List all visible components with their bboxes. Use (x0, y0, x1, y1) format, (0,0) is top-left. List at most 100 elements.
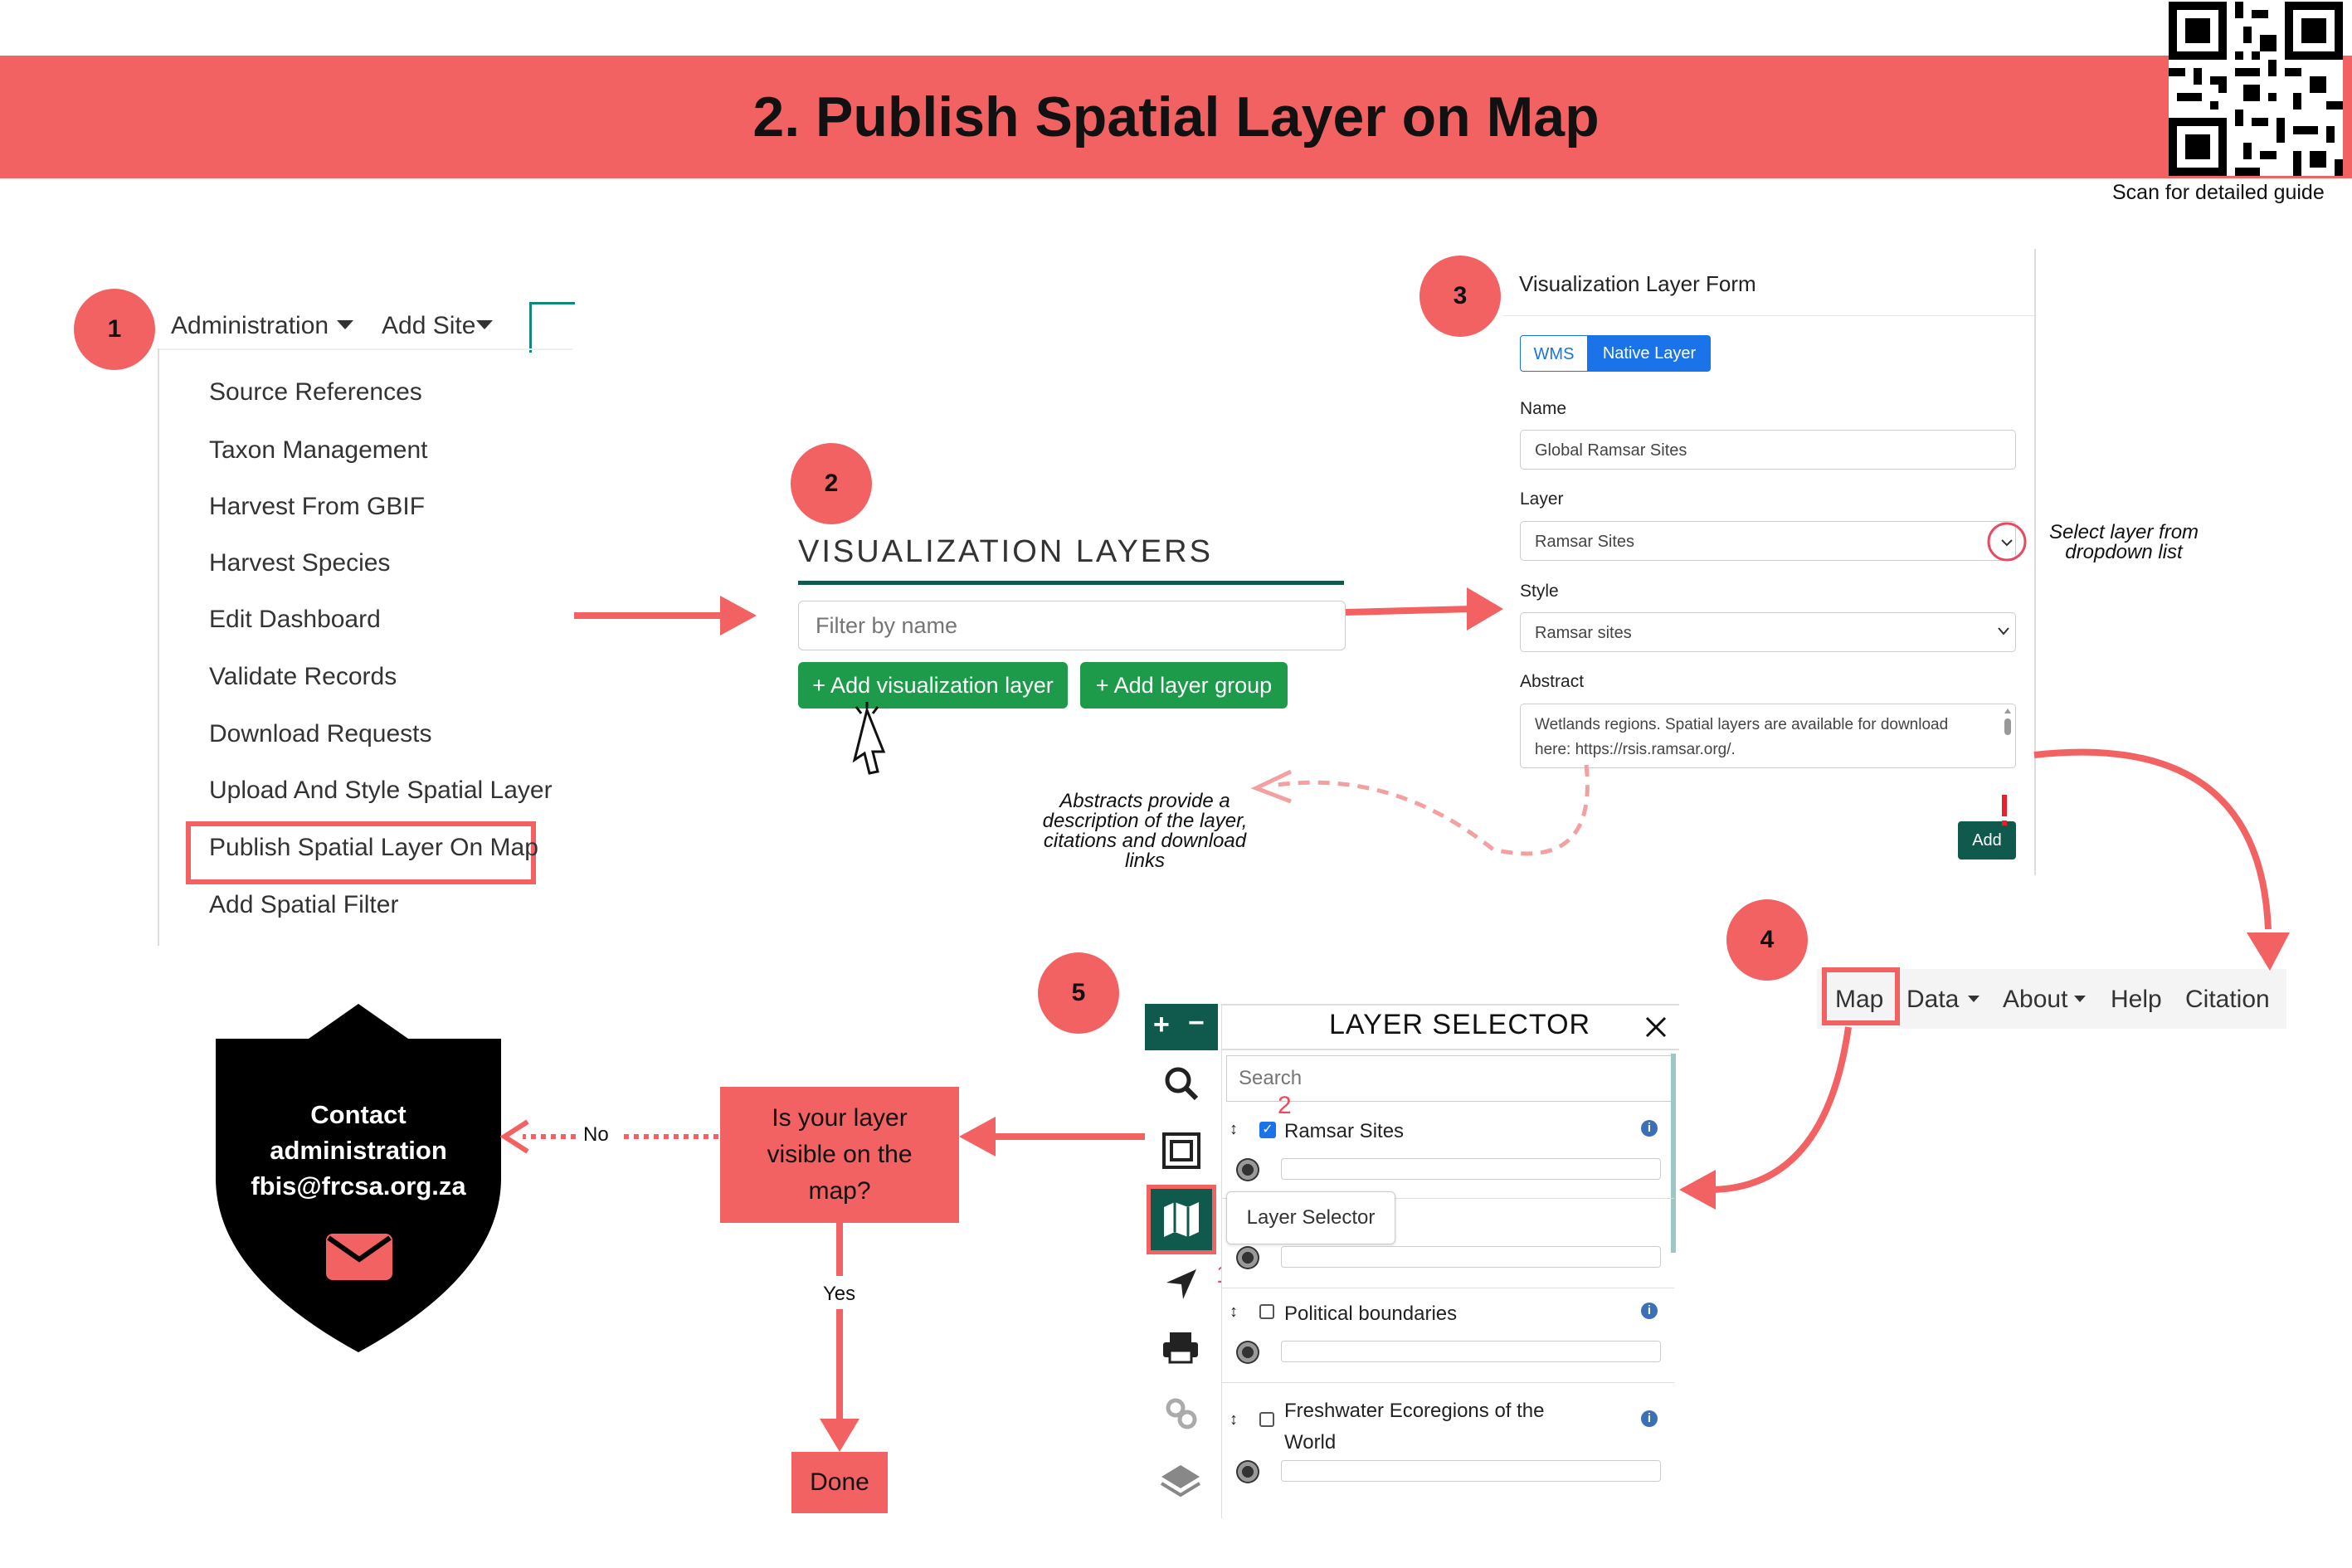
opacity-icon (1236, 1158, 1259, 1181)
layer-name-political-boundaries: Political boundaries (1284, 1303, 1458, 1325)
opacity-icon (1236, 1246, 1259, 1269)
layer-search-input[interactable] (1226, 1055, 1674, 1102)
page-title: 2. Publish Spatial Layer on Map (752, 85, 1600, 149)
info-icon[interactable]: i (1641, 1410, 1658, 1427)
zoom-out-icon[interactable]: − (1188, 1007, 1205, 1039)
menu-item-taxon-management[interactable]: Taxon Management (209, 436, 428, 464)
layer-label: Layer (1520, 489, 1564, 509)
menu-item-upload-style-spatial-layer[interactable]: Upload And Style Spatial Layer (209, 777, 553, 804)
layer-selector-button[interactable] (1147, 1185, 1216, 1254)
menu-item-add-spatial-filter[interactable]: Add Spatial Filter (209, 891, 399, 918)
menu-item-harvest-species[interactable]: Harvest Species (209, 549, 391, 577)
layer-selector-tooltip: Layer Selector (1226, 1191, 1395, 1244)
arrow-step3-to-4 (2033, 748, 2290, 971)
row-divider (1221, 1382, 1674, 1383)
arrow-yes (820, 1223, 859, 1452)
envelope-icon (326, 1234, 392, 1280)
arrow-no (499, 1119, 718, 1154)
extent-icon[interactable] (1161, 1132, 1201, 1170)
menu-item-validate-records[interactable]: Validate Records (209, 663, 397, 690)
info-icon[interactable]: i (1641, 1303, 1658, 1319)
visualization-layers-title: VISUALIZATION LAYERS (798, 534, 1213, 569)
cursor-click-icon (852, 702, 886, 775)
political-boundaries-checkbox[interactable] (1259, 1304, 1274, 1319)
layer-name-ramsar-sites: Ramsar Sites (1284, 1120, 1405, 1142)
menu-item-download-requests[interactable]: Download Requests (209, 720, 432, 747)
layer-selector-title: LAYER SELECTOR (1329, 1009, 1591, 1040)
print-icon[interactable] (1161, 1331, 1200, 1364)
opacity-slider[interactable] (1281, 1341, 1661, 1362)
nav-help[interactable]: Help (2111, 986, 2162, 1013)
tab-native-layer[interactable]: Native Layer (1588, 335, 1711, 372)
header-banner (0, 56, 2352, 178)
nav-about[interactable]: About (2003, 986, 2068, 1013)
opacity-slider[interactable] (1281, 1246, 1661, 1268)
nav-data[interactable]: Data (1906, 986, 1960, 1013)
chevron-down-icon (1998, 627, 2009, 635)
step-badge-4: 4 (1726, 899, 1808, 981)
name-field[interactable]: Global Ramsar Sites (1520, 430, 2016, 470)
opacity-icon (1236, 1460, 1259, 1483)
shield-icon (216, 1004, 501, 1352)
add-button[interactable]: Add (1958, 821, 2016, 859)
done-box: Done (791, 1452, 888, 1513)
step-badge-1: 1 (74, 289, 155, 370)
menu-item-source-references[interactable]: Source References (209, 378, 422, 406)
menu-item-harvest-gbif[interactable]: Harvest From GBIF (209, 493, 426, 520)
menu-top-border (158, 348, 572, 350)
menu-left-border (158, 348, 159, 946)
arrow-step2-to-3 (1345, 587, 1503, 631)
nav-administration[interactable]: Administration (171, 312, 329, 339)
step-badge-3: 3 (1419, 256, 1501, 337)
style-select[interactable]: Ramsar sites (1520, 612, 2016, 652)
arrow-step5-to-question (959, 1117, 1145, 1157)
freshwater-ecoregions-checkbox[interactable] (1259, 1412, 1274, 1427)
layer-select[interactable]: Ramsar Sites (1520, 521, 2016, 561)
add-layer-group-button[interactable]: + Add layer group (1080, 662, 1288, 709)
opacity-slider[interactable] (1281, 1460, 1661, 1482)
textarea-scrollbar[interactable] (2004, 709, 2011, 762)
zoom-in-icon[interactable]: + (1153, 1009, 1170, 1040)
filter-by-name-input[interactable] (798, 601, 1346, 650)
nav-citation[interactable]: Citation (2185, 986, 2270, 1013)
step-badge-5: 5 (1038, 952, 1119, 1034)
drag-handle-icon[interactable]: ↕ (1230, 1303, 1238, 1321)
close-icon[interactable] (1644, 1015, 1668, 1039)
map-icon (1164, 1202, 1199, 1237)
caret-down-icon (2074, 996, 2086, 1002)
dropdown-highlight-circle (1987, 522, 2027, 562)
arrow-step1-to-2 (574, 596, 757, 635)
abstract-label: Abstract (1520, 672, 1585, 691)
nav-map[interactable]: Map (1835, 986, 1884, 1013)
search-icon[interactable] (1163, 1065, 1200, 1102)
tab-wms[interactable]: WMS (1520, 335, 1588, 372)
menu-item-publish-spatial-layer[interactable]: Publish Spatial Layer On Map (209, 834, 538, 861)
abstract-textarea[interactable]: Wetlands regions. Spatial layers are ava… (1520, 704, 2016, 768)
opacity-slider[interactable] (1281, 1158, 1661, 1180)
navigation-arrow-icon[interactable] (1165, 1268, 1198, 1301)
nav-add-site[interactable]: Add Site (382, 312, 476, 339)
style-label: Style (1520, 582, 1559, 601)
caret-down-icon (1968, 996, 1979, 1002)
drag-handle-icon[interactable]: ↕ (1230, 1120, 1238, 1138)
drag-handle-icon[interactable]: ↕ (1230, 1410, 1238, 1429)
marker-2: 2 (1278, 1092, 1292, 1119)
add-visualization-layer-button[interactable]: + Add visualization layer (798, 662, 1068, 709)
layer-list-scrollbar[interactable] (1671, 1054, 1676, 1253)
exclamation-icon (2002, 795, 2007, 825)
contact-email[interactable]: fbis@frcsa.org.za (251, 1171, 466, 1200)
opacity-icon (1236, 1341, 1259, 1364)
ramsar-sites-checkbox[interactable]: ✓ (1259, 1122, 1276, 1138)
label-no: No (583, 1123, 609, 1146)
row-divider (1221, 1198, 1674, 1199)
title-underline (798, 581, 1344, 585)
form-title: Visualization Layer Form (1519, 271, 1756, 296)
menu-item-edit-dashboard[interactable]: Edit Dashboard (209, 606, 381, 633)
info-icon[interactable]: i (1641, 1120, 1658, 1137)
link-icon[interactable] (1165, 1397, 1198, 1430)
layer-selector-header (1221, 1004, 1679, 1050)
form-divider (1503, 315, 2034, 316)
basemap-layers-icon[interactable] (1160, 1462, 1201, 1500)
